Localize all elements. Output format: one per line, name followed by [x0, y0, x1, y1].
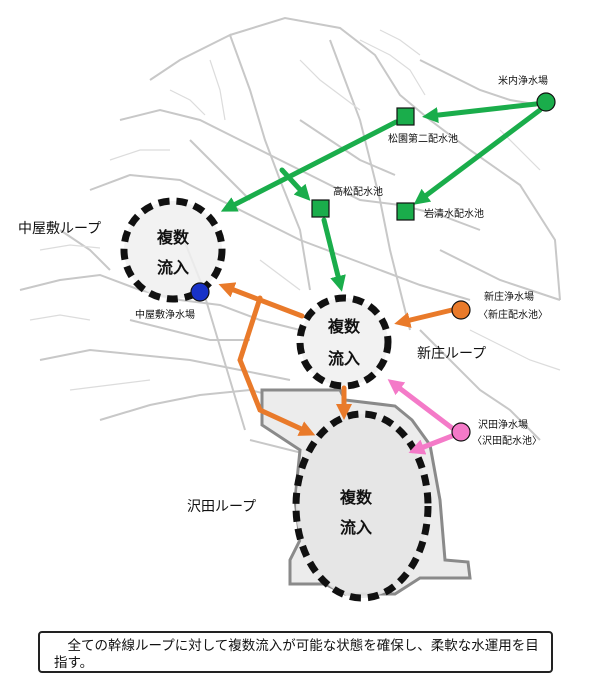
green-flow-arrows — [220, 101, 543, 292]
sawada-inflow-zone: 複数 流入 — [292, 410, 432, 602]
inflow-label-line2: 流入 — [328, 349, 360, 368]
orange-flow-arrows — [218, 282, 455, 436]
nakayashiki-inflow-zone: 複数 流入 — [120, 197, 226, 303]
pink-flow-arrows — [387, 379, 455, 455]
reservoir-marker-icon — [396, 202, 415, 221]
arrow-yonai-to-matsuzono — [422, 101, 539, 124]
nakayashiki-loop-label: 中屋敷ループ — [18, 221, 101, 237]
plant-marker-icon — [190, 282, 210, 302]
reservoir-marker-icon — [311, 199, 330, 218]
caption-text: 全ての幹線ループに対して複数流入が可能な状態を確保し、柔軟な水運用を目指す。 — [54, 638, 539, 671]
shinjo-loop-label: 新庄ループ — [417, 345, 486, 362]
road-network-dense — [29, 29, 561, 541]
takamatsu-reservoir: 高松配水池 — [311, 185, 383, 218]
inflow-label-line1: 複数 — [339, 488, 373, 507]
svg-text:米内浄水場: 米内浄水場 — [498, 74, 548, 87]
svg-text:沢田浄水場: 沢田浄水場 — [478, 418, 528, 431]
sawada-loop-label: 沢田ループ — [187, 499, 256, 515]
sawada-plant: 沢田浄水場 〈沢田配水池〉 — [451, 418, 542, 447]
svg-text:岩清水配水池: 岩清水配水池 — [424, 207, 484, 220]
svg-text:〈新庄配水池〉: 〈新庄配水池〉 — [478, 308, 548, 321]
svg-text:中屋敷浄水場: 中屋敷浄水場 — [135, 308, 195, 321]
caption-box: 全ての幹線ループに対して複数流入が可能な状態を確保し、柔軟な水運用を目指す。 — [38, 631, 553, 673]
arrow-yonai-to-iwashimizu — [413, 107, 543, 205]
shinjo-inflow-zone: 複数 流入 — [296, 294, 392, 390]
arrow-shinjo-to-nakayashiki — [218, 282, 305, 319]
svg-text:松園第二配水池: 松園第二配水池 — [388, 132, 458, 145]
arrow-sawada-plant-to-shinjo — [387, 379, 455, 431]
inflow-label-line2: 流入 — [340, 518, 372, 537]
shinjo-plant: 新庄浄水場 〈新庄配水池〉 — [451, 290, 548, 321]
matsuzono-reservoir: 松園第二配水池 — [388, 107, 458, 145]
plant-marker-icon — [451, 300, 471, 320]
svg-text:高松配水池: 高松配水池 — [333, 185, 383, 198]
arrow-takamatsu-to-shinjo — [321, 217, 346, 292]
arrow-matsuzono-to-nakayashiki — [220, 119, 399, 212]
arrow-branch-to-takamatsu — [279, 167, 311, 201]
svg-text:新庄浄水場: 新庄浄水場 — [484, 290, 534, 303]
reservoir-marker-icon — [396, 107, 415, 126]
arrow-branch-to-sawada — [237, 295, 316, 436]
plant-marker-icon — [536, 92, 556, 112]
yonai-plant: 米内浄水場 — [498, 74, 556, 112]
svg-text:〈沢田配水池〉: 〈沢田配水池〉 — [472, 434, 542, 447]
arrow-shinjo-plant-to-shinjo — [394, 307, 455, 328]
inflow-label-line1: 複数 — [156, 228, 190, 247]
inflow-label-line2: 流入 — [157, 258, 189, 277]
arrow-sawada-plant-to-sawada — [408, 433, 455, 455]
inflow-label-line1: 複数 — [327, 317, 361, 336]
nakayashiki-plant: 中屋敷浄水場 — [135, 282, 210, 321]
plant-marker-icon — [451, 422, 471, 442]
iwashimizu-reservoir: 岩清水配水池 — [396, 202, 484, 221]
water-network-map: 複数 流入 複数 流入 複数 流入 米内浄水場 松園第二配水池 — [18, 16, 561, 602]
